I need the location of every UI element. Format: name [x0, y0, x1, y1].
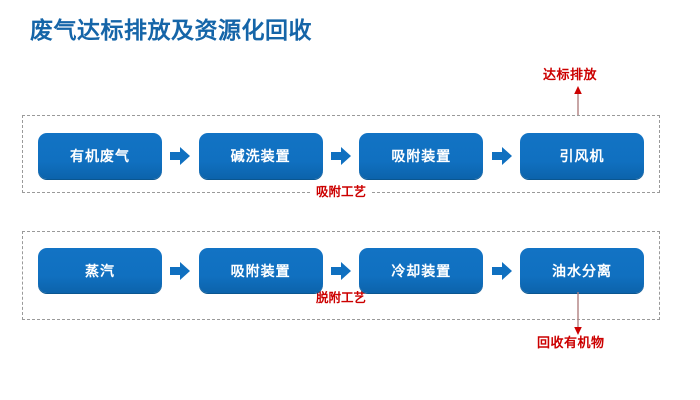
node-steam[interactable]: 蒸汽 [38, 248, 162, 293]
group-adsorption: 吸附工艺 [22, 115, 660, 199]
arrow-right-icon [330, 145, 352, 167]
output-label-emission: 达标排放 [543, 68, 598, 83]
group-desorption: 脱附工艺 [22, 231, 660, 320]
output-label-recovery: 回收有机物 [537, 336, 605, 351]
connector-recovery [567, 292, 589, 335]
node-organic-waste-gas[interactable]: 有机废气 [38, 133, 162, 179]
node-oil-water-separation[interactable]: 油水分离 [519, 248, 644, 293]
node-label: 蒸汽 [85, 263, 115, 280]
group-caption-adsorption: 吸附工艺 [311, 185, 371, 199]
node-label: 碱洗装置 [230, 149, 291, 165]
node-label: 引风机 [559, 149, 605, 165]
node-label: 冷却装置 [391, 263, 452, 280]
node-adsorption-unit[interactable]: 吸附装置 [359, 133, 484, 179]
page-title: 废气达标排放及资源化回收 [30, 18, 312, 44]
flow-row-desorption: 蒸汽 吸附装置 冷却装置 油水分离 [38, 248, 644, 293]
node-alkali-washing-unit[interactable]: 碱洗装置 [198, 133, 323, 179]
flow-row-adsorption: 有机废气 碱洗装置 吸附装置 引风机 [38, 133, 644, 179]
arrow-down-icon [574, 327, 582, 335]
group-caption-desorption: 脱附工艺 [311, 291, 371, 305]
arrow-right-icon [491, 260, 513, 282]
node-adsorption-unit-desorption[interactable]: 吸附装置 [198, 248, 323, 293]
connector-emission [567, 86, 589, 116]
node-label: 吸附装置 [230, 263, 291, 280]
arrow-right-icon [330, 260, 352, 282]
node-label: 吸附装置 [391, 149, 452, 165]
arrow-up-icon [574, 86, 582, 94]
node-cooling-unit[interactable]: 冷却装置 [359, 248, 484, 293]
arrow-right-icon [491, 145, 513, 167]
node-label: 油水分离 [551, 263, 612, 280]
arrow-right-icon [169, 145, 191, 167]
node-induced-draft-fan[interactable]: 引风机 [519, 133, 644, 179]
arrow-right-icon [169, 260, 191, 282]
node-label: 有机废气 [70, 149, 130, 165]
